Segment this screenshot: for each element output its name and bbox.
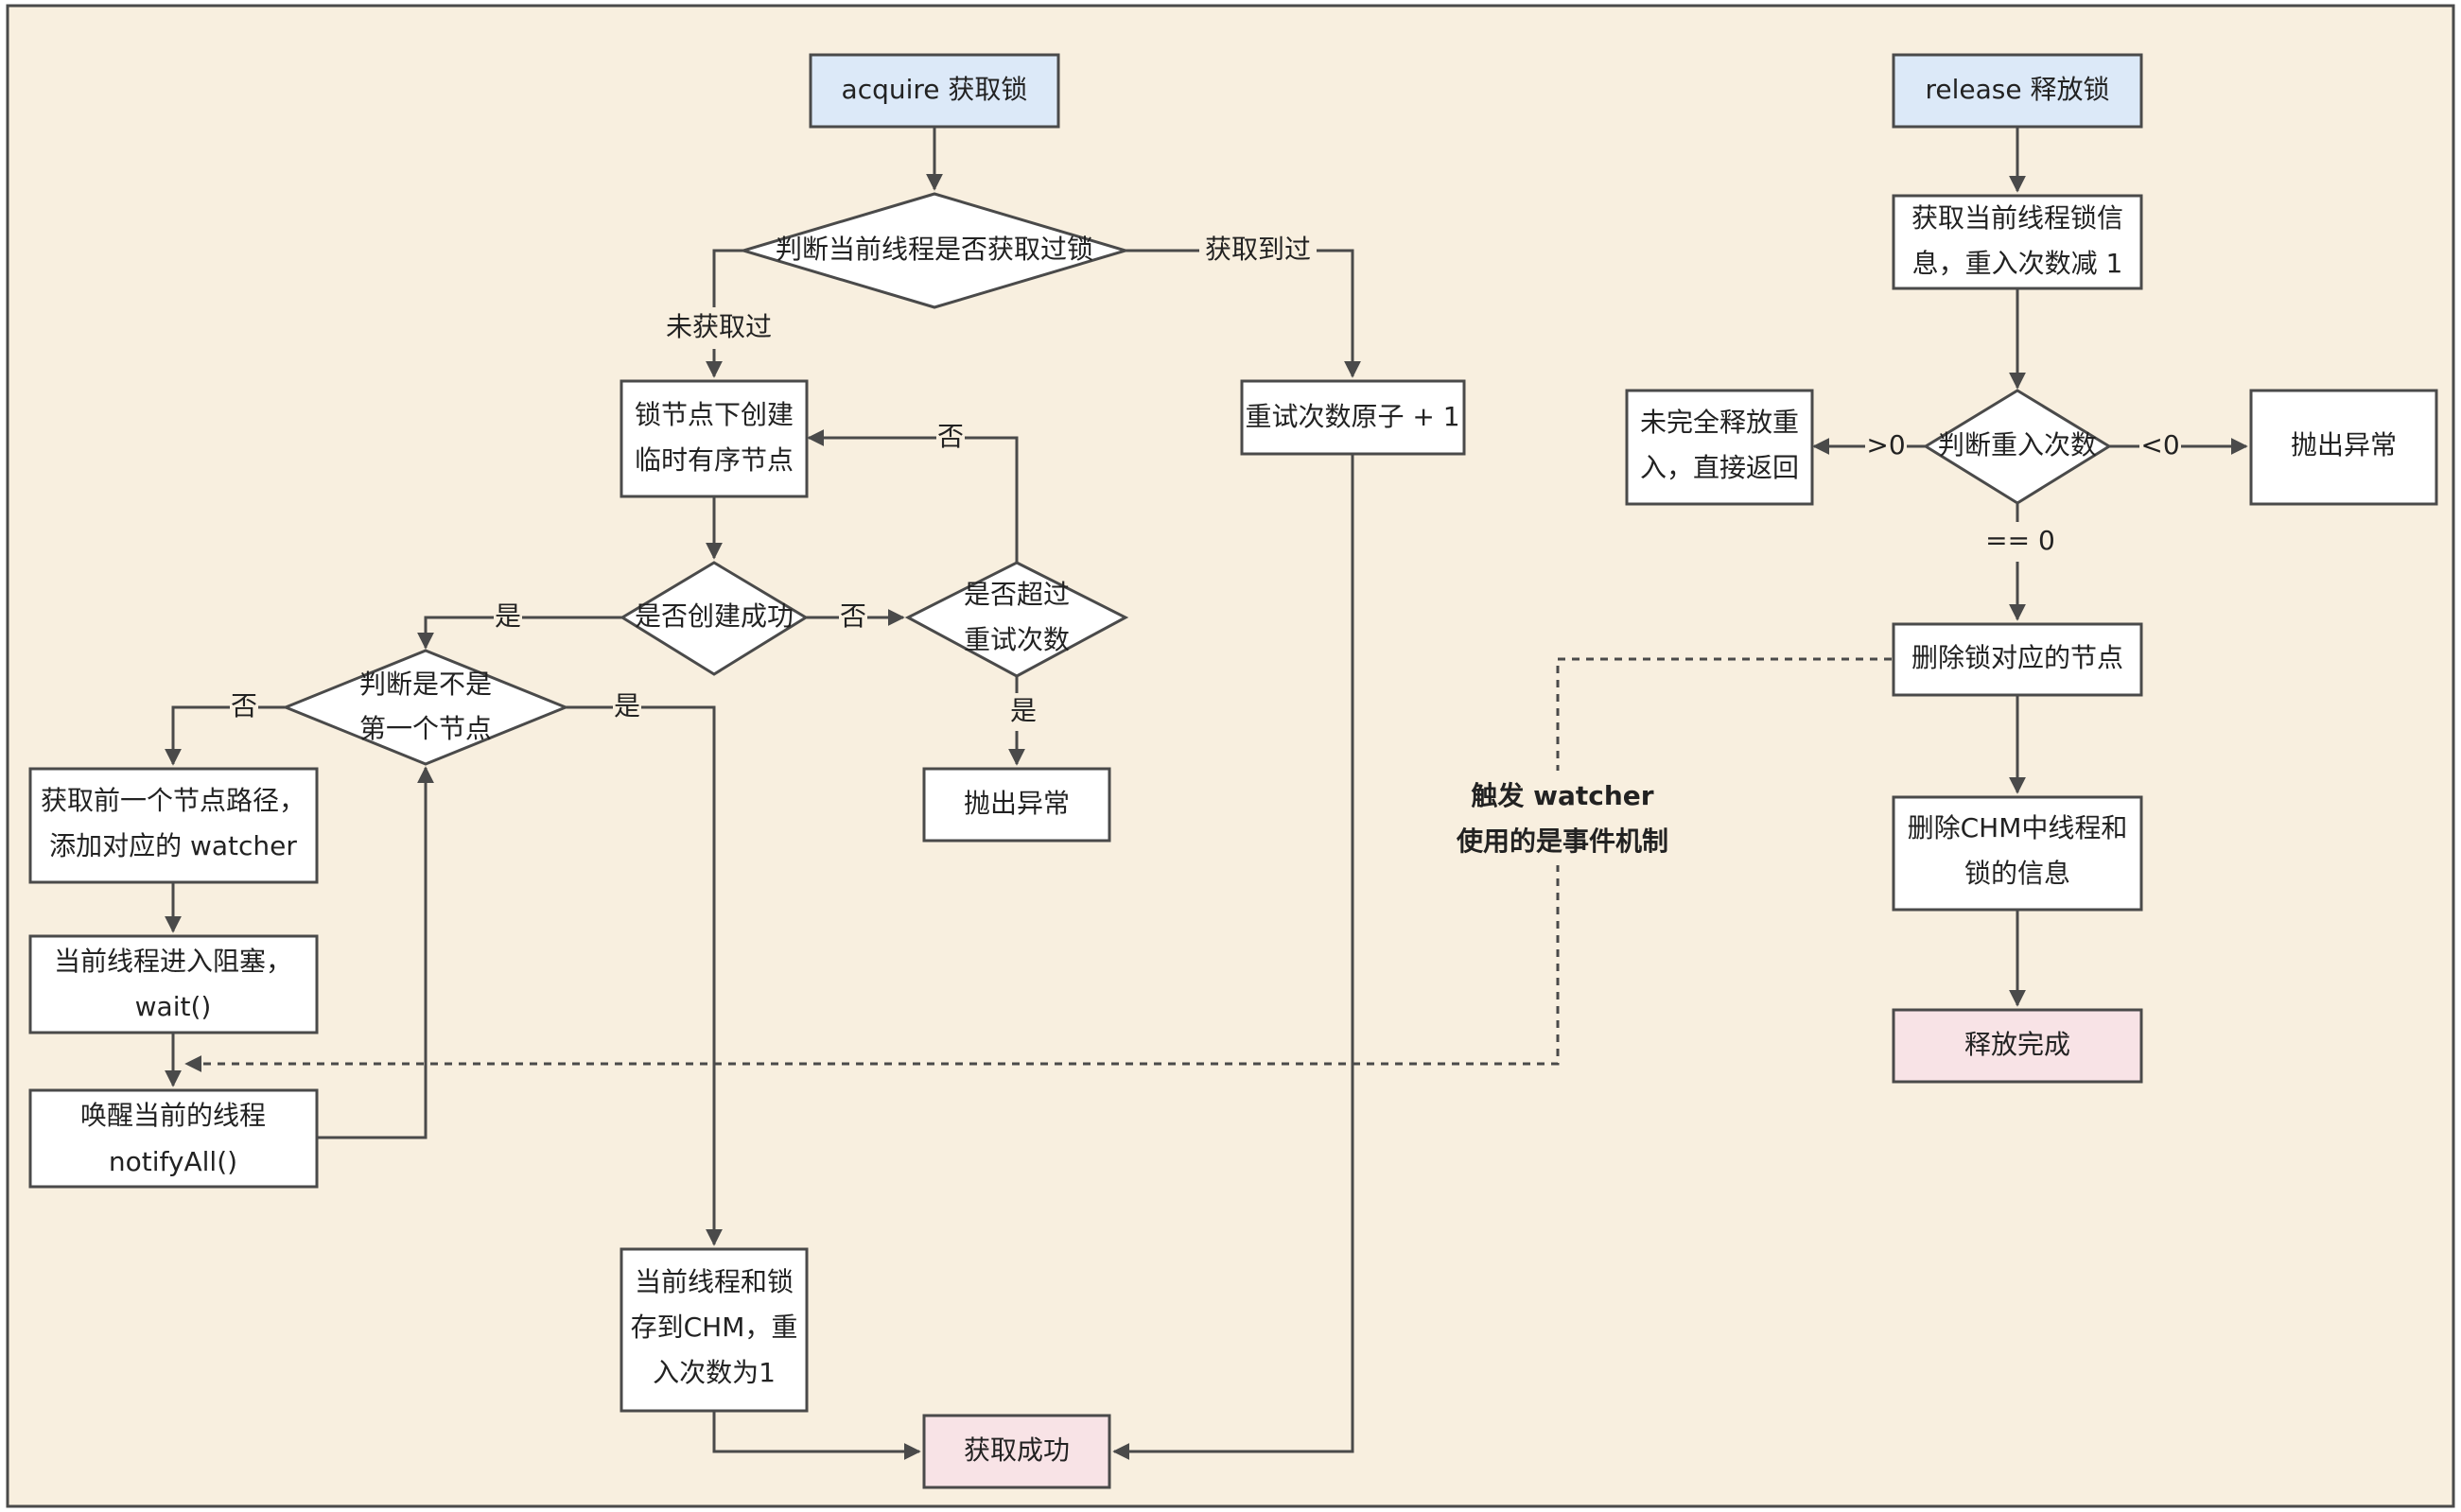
label-retry-no: 否 xyxy=(937,421,964,452)
wakeup-line1: 唤醒当前的线程 xyxy=(80,1100,266,1131)
is-first-line2: 第一个节点 xyxy=(359,713,492,744)
store-chm-box xyxy=(620,1247,809,1413)
label-bg xyxy=(1984,522,2052,562)
delete-chm-line2: 锁的信息 xyxy=(1964,858,2070,889)
label-not-acquired: 未获取过 xyxy=(666,311,772,342)
label-lt-zero: <0 xyxy=(2140,429,2179,461)
retry-exceeded-line2: 重试次数 xyxy=(964,624,1070,655)
check-count-label: 判断重入次数 xyxy=(1938,429,2097,461)
label-bg xyxy=(1199,230,1317,271)
label-bg xyxy=(494,599,522,636)
block-line2: wait() xyxy=(135,991,212,1022)
get-info-box xyxy=(1892,194,2143,290)
throw-exception-box-1 xyxy=(922,767,1111,843)
acquire-success-label: 获取成功 xyxy=(964,1434,1070,1466)
watcher-note-line1: 触发 watcher xyxy=(1471,780,1653,811)
check-acquired-decision xyxy=(738,192,1131,309)
is-first-decision xyxy=(282,649,569,766)
watcher-note-line2: 使用的是事件机制 xyxy=(1456,826,1668,857)
label-bg xyxy=(839,599,867,636)
retry-exceeded-decision xyxy=(904,561,1129,678)
reentry-increment-label: 重试次数原子 + 1 xyxy=(1245,401,1459,432)
label-gt-zero: >0 xyxy=(1866,429,1905,461)
check-acquired-label: 判断当前线程是否获取过锁 xyxy=(776,234,1093,265)
label-acquired: 获取到过 xyxy=(1205,234,1311,265)
edge-wakeup-loop xyxy=(317,766,434,1139)
wakeup-box xyxy=(28,1088,319,1189)
edge-retry-no xyxy=(807,429,1019,563)
label-bg xyxy=(1447,771,1674,865)
label-bg xyxy=(2139,427,2181,465)
acquire-start-node xyxy=(809,53,1060,129)
edge-store-to-success xyxy=(712,1411,921,1460)
create-node-line1: 锁节点下创建 xyxy=(635,399,794,430)
delete-chm-box xyxy=(1892,795,2143,912)
throw-exception-label-2: 抛出异常 xyxy=(2291,429,2397,461)
release-done-node xyxy=(1892,1008,2143,1084)
delete-node-box xyxy=(1892,622,2143,697)
label-bg xyxy=(936,419,965,457)
delete-chm-line1: 删除CHM中线程和 xyxy=(1908,812,2128,843)
create-success-decision xyxy=(620,561,809,676)
wakeup-line2: notifyAll() xyxy=(109,1146,237,1177)
delete-node-label: 删除锁对应的节点 xyxy=(1911,642,2123,673)
throw-exception-box-2 xyxy=(2249,389,2438,506)
block-box xyxy=(28,934,319,1034)
store-chm-line2: 存到CHM，重 xyxy=(631,1312,798,1343)
throw-exception-label-1: 抛出异常 xyxy=(964,788,1070,819)
label-eq-zero: == 0 xyxy=(1985,525,2055,556)
acquire-start-label: acquire 获取锁 xyxy=(842,74,1028,105)
retry-exceeded-line1: 是否超过 xyxy=(964,579,1070,610)
edge-create-ok xyxy=(417,616,622,650)
label-bg xyxy=(1009,693,1038,731)
label-create-yes: 是 xyxy=(495,600,521,632)
label-bg xyxy=(1865,427,1907,465)
label-bg xyxy=(613,688,641,726)
check-count-decision xyxy=(1923,389,2112,505)
label-create-no: 否 xyxy=(840,600,866,632)
label-first-yes: 是 xyxy=(614,690,640,721)
label-retry-yes: 是 xyxy=(1010,695,1037,726)
not-fully-released-line2: 入，直接返回 xyxy=(1640,452,1799,483)
release-done-label: 释放完成 xyxy=(1964,1029,2070,1060)
get-prev-line2: 添加对应的 watcher xyxy=(49,830,297,861)
store-chm-line3: 入次数为1 xyxy=(653,1357,776,1388)
get-prev-box xyxy=(28,767,319,884)
create-node-box xyxy=(620,379,809,498)
store-chm-line1: 当前线程和锁 xyxy=(635,1266,794,1297)
get-info-line2: 息，重入次数减 1 xyxy=(1912,248,2123,279)
label-bg xyxy=(660,307,774,349)
reentry-increment-box xyxy=(1240,379,1466,456)
is-first-line1: 判断是不是 xyxy=(359,669,492,700)
create-node-line2: 临时有序节点 xyxy=(635,444,794,476)
acquire-success-node xyxy=(922,1414,1111,1489)
release-start-label: release 释放锁 xyxy=(1925,74,2109,105)
get-prev-line1: 获取前一个节点路径， xyxy=(41,785,305,816)
not-fully-released-line1: 未完全释放重 xyxy=(1640,407,1799,438)
create-success-label: 是否创建成功 xyxy=(635,600,794,632)
edge-reentry-to-success xyxy=(1112,454,1354,1460)
release-start-node xyxy=(1892,53,2143,129)
label-first-no: 否 xyxy=(231,690,257,721)
label-bg xyxy=(230,688,258,726)
block-line1: 当前线程进入阻塞， xyxy=(54,946,292,977)
not-fully-released-box xyxy=(1625,389,1814,506)
edge-watcher-trigger xyxy=(184,657,1892,1072)
get-info-line1: 获取当前线程锁信 xyxy=(1911,202,2123,234)
